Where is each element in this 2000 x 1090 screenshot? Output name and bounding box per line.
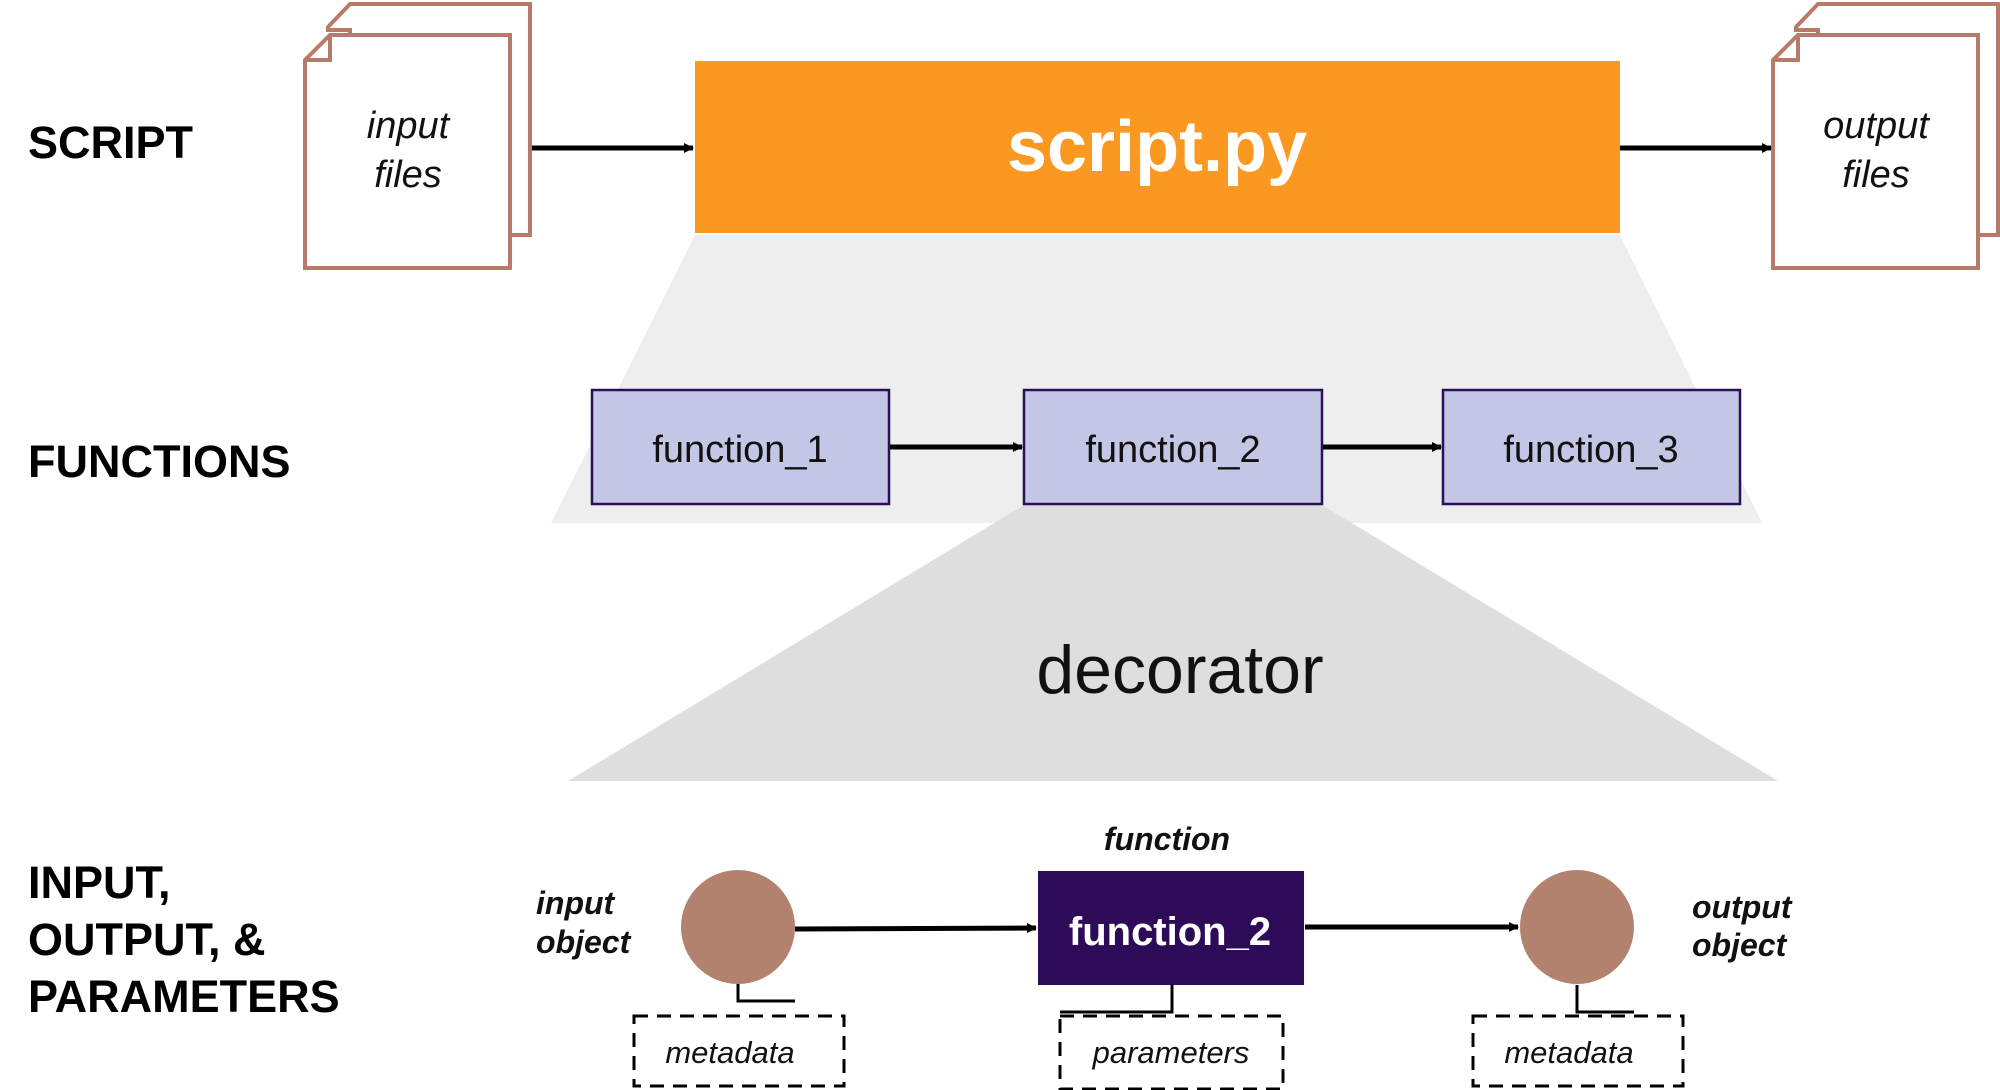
output-object-circle (1520, 870, 1634, 984)
input-object-label-line2: object (536, 924, 632, 960)
section-label-io-line1: INPUT, (28, 857, 171, 908)
output-metadata-label: metadata (1504, 1035, 1633, 1070)
function-1-label: function_1 (652, 429, 827, 471)
input-files-icon (303, 2, 532, 270)
function-2-dark-label: function_2 (1069, 910, 1271, 954)
output-files-label-line2: files (1842, 154, 1910, 196)
script-name: script.py (1007, 107, 1307, 187)
output-files-icon (1771, 2, 2000, 270)
input-metadata-label: metadata (665, 1035, 794, 1070)
input-object-circle (681, 870, 795, 984)
section-label-functions: FUNCTIONS (28, 436, 291, 487)
section-label-io-line3: PARAMETERS (28, 971, 340, 1022)
input-files-label-line2: files (374, 154, 442, 196)
function-2-dark-box (1038, 871, 1304, 985)
input-files-label-line1: input (367, 105, 451, 147)
decorator-label: decorator (1036, 632, 1323, 708)
output-metadata-box (1471, 1014, 1685, 1088)
section-label-script: SCRIPT (28, 117, 193, 168)
script-box (695, 61, 1620, 233)
output-object-label-line1: output (1692, 889, 1793, 925)
input-metadata-box (632, 1014, 846, 1088)
function-2-box (1022, 388, 1324, 506)
function-caption: function (1104, 821, 1230, 857)
connector-parameters (1060, 985, 1174, 1014)
arrow-input-to-function (794, 923, 1037, 934)
function-1-box (590, 388, 891, 506)
decorator-zoom-trapezoid (568, 505, 1778, 781)
function-3-box (1441, 388, 1742, 506)
parameters-label: parameters (1092, 1035, 1250, 1070)
connector-input-metadata (736, 982, 795, 1003)
section-label-io-line2: OUTPUT, & (28, 914, 266, 965)
input-object-label-line1: input (536, 885, 616, 921)
function-2-label: function_2 (1085, 429, 1260, 471)
function-3-label: function_3 (1503, 429, 1678, 471)
parameters-box (1058, 1014, 1285, 1090)
connector-output-metadata (1575, 985, 1634, 1014)
output-files-label-line1: output (1823, 105, 1930, 147)
output-object-label-line2: object (1692, 927, 1788, 963)
